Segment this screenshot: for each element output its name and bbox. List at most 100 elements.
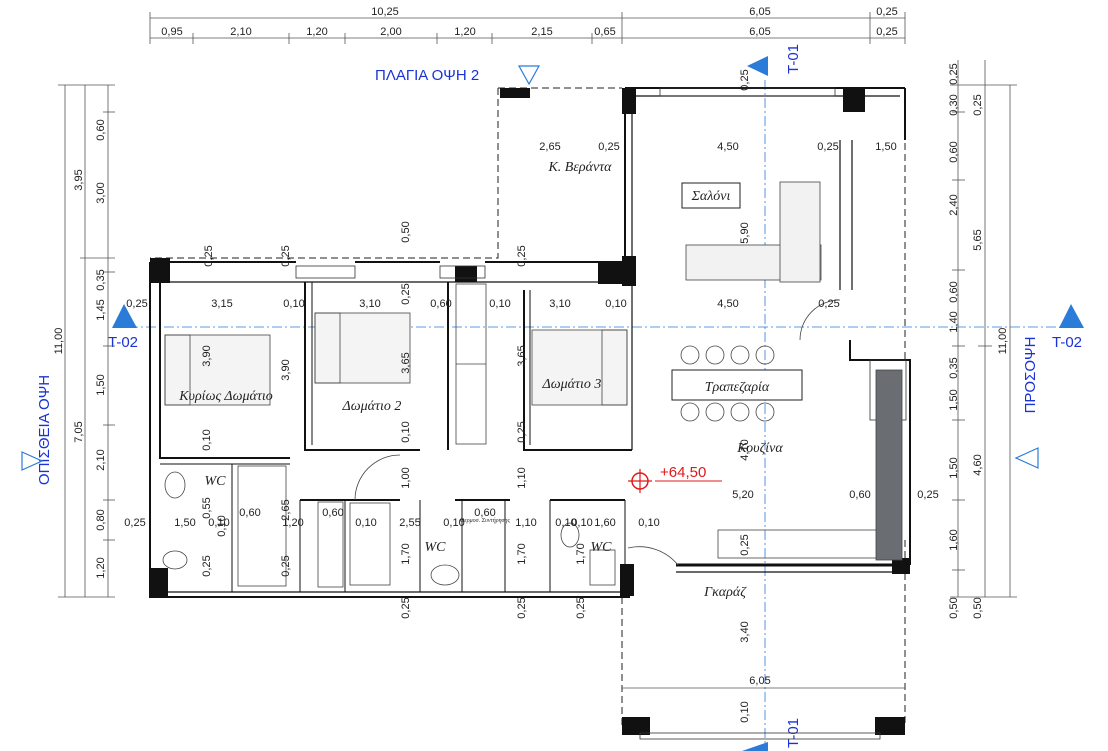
- dim-p1: 0,25: [201, 555, 213, 576]
- dim-h4: 3,65: [516, 345, 528, 366]
- dim-c2: 0,25: [280, 245, 292, 266]
- dim-k5: 1,10: [516, 467, 528, 488]
- dim-p5: 0,25: [575, 597, 587, 618]
- dim-k13: 5,20: [732, 489, 753, 501]
- dim-top-s2: 2,10: [230, 26, 251, 38]
- dim-k6: 0,55: [201, 497, 213, 518]
- dim-n3: 1,70: [575, 543, 587, 564]
- dim-top-s9: 0,25: [876, 26, 897, 38]
- view-label-side: ΠΛΑΓΙΑ ΟΨΗ 2: [375, 67, 479, 84]
- dim-v3: 4,50: [717, 141, 738, 153]
- dim-k15: 0,25: [917, 489, 938, 501]
- dim-right-low: 4,60: [972, 454, 984, 475]
- dim-c1: 0,25: [203, 245, 215, 266]
- room-label-boiler: Θερμοσ. Συντήρησης: [460, 518, 510, 524]
- dim-m8: 1,10: [515, 517, 536, 529]
- dim-m9: 0,10: [555, 517, 576, 529]
- dim-right-big: 5,65: [972, 229, 984, 250]
- room-label-wc2: WC: [425, 540, 447, 555]
- dim-k11: 0,60: [322, 507, 343, 519]
- dim-r1e: 0,60: [430, 298, 451, 310]
- section-arrow-top: [747, 56, 768, 76]
- dim-top-s6: 2,15: [531, 26, 552, 38]
- room-label-wc3: WC: [591, 540, 613, 555]
- room-label-living: Σαλόνι: [691, 189, 731, 204]
- dim-right-b2: 0,30: [948, 94, 960, 115]
- dim-r1a: 0,25: [126, 298, 147, 310]
- dim-overall-left: 10,25: [371, 6, 399, 18]
- section-arrow-left: [112, 304, 137, 328]
- dim-right-b6: 0,60: [948, 281, 960, 302]
- dim-top-s8: 6,05: [749, 26, 770, 38]
- dim-v4: 0,25: [817, 141, 838, 153]
- dim-overall-end: 0,25: [876, 6, 897, 18]
- dim-r1j: 0,25: [818, 298, 839, 310]
- room-label-veranda: Κ. Βεράντα: [547, 160, 612, 175]
- section-arrow-bottom: [742, 742, 768, 751]
- dim-m11: 1,60: [594, 517, 615, 529]
- dim-top-s3: 1,20: [306, 26, 327, 38]
- dim-c5: 0,25: [516, 245, 528, 266]
- elevation-label: +64,50: [660, 464, 706, 481]
- dim-k7: 0,10: [216, 515, 228, 536]
- furniture: [162, 181, 903, 588]
- dim-top-s4: 2,00: [380, 26, 401, 38]
- dim-right-b4: 0,60: [948, 141, 960, 162]
- room-label-room2: Δωμάτιο 2: [342, 399, 402, 414]
- dim-m1: 0,25: [124, 517, 145, 529]
- dim-right-b9: 1,50: [948, 389, 960, 410]
- dim-r1c: 0,10: [283, 298, 304, 310]
- section-label-right: T-02: [1052, 334, 1082, 351]
- dim-r1g: 3,10: [549, 298, 570, 310]
- dim-p2: 0,25: [280, 555, 292, 576]
- dim-top-s1: 0,95: [161, 26, 182, 38]
- dim-k12: 0,60: [474, 507, 495, 519]
- view-triangle-right: [1014, 447, 1039, 469]
- dim-c6: 0,25: [739, 69, 751, 90]
- section-label-left: T-02: [108, 334, 138, 351]
- dim-n4: 0,25: [739, 534, 751, 555]
- view-label-front: ΠΡΟΣΟΨΗ: [1022, 337, 1039, 414]
- view-label-rear: ΟΠΙΣΘΕΙΑ ΟΨΗ: [36, 375, 53, 485]
- dim-h1: 3,90: [201, 345, 213, 366]
- elevation-marker: [628, 469, 722, 493]
- dim-top-s7: 0,65: [594, 26, 615, 38]
- dim-v5: 1,50: [875, 141, 896, 153]
- dim-m7: 0,10: [443, 517, 464, 529]
- dim-right-b11: 1,60: [948, 529, 960, 550]
- view-triangle-top: [517, 65, 541, 86]
- dim-h5: 5,90: [739, 222, 751, 243]
- dim-right-b8: 0,35: [948, 357, 960, 378]
- dim-g3: 0,10: [739, 701, 751, 722]
- dim-left-a3: 0,35: [95, 269, 107, 290]
- dim-r1b: 3,15: [211, 298, 232, 310]
- dim-m6: 2,55: [399, 517, 420, 529]
- dim-c4: 0,25: [400, 283, 412, 304]
- dim-m10: 0,10: [571, 517, 592, 529]
- section-label-top: T-01: [785, 44, 802, 74]
- dim-left-a4: 1,45: [95, 299, 107, 320]
- room-label-master: Κυρίως Δωμάτιο: [178, 389, 273, 404]
- dim-left-total: 11,00: [53, 328, 65, 355]
- dim-m4: 1,20: [282, 517, 303, 529]
- view-triangle-left: [21, 451, 44, 471]
- living-label-box: [681, 182, 741, 209]
- dim-right-b10: 1,50: [948, 457, 960, 478]
- dining-table: [671, 369, 803, 401]
- dim-left-a2: 3,00: [95, 182, 107, 203]
- section-arrow-right: [1059, 304, 1084, 328]
- dim-right-b12: 0,50: [948, 597, 960, 618]
- dim-right-b7: 1,40: [948, 311, 960, 332]
- dim-k4: 1,00: [400, 467, 412, 488]
- dim-left-lower: 7,05: [73, 421, 85, 442]
- dim-v1: 2,65: [539, 141, 560, 153]
- dim-h2: 3,90: [280, 359, 292, 380]
- dim-m3: 0,10: [208, 517, 229, 529]
- dim-n1: 1,70: [400, 543, 412, 564]
- left-dimension-chains: [58, 84, 115, 598]
- room-label-wc1: WC: [205, 474, 227, 489]
- dim-h3: 3,65: [400, 352, 412, 373]
- columns: [150, 88, 910, 735]
- dim-right-b13: 0,50: [972, 597, 984, 618]
